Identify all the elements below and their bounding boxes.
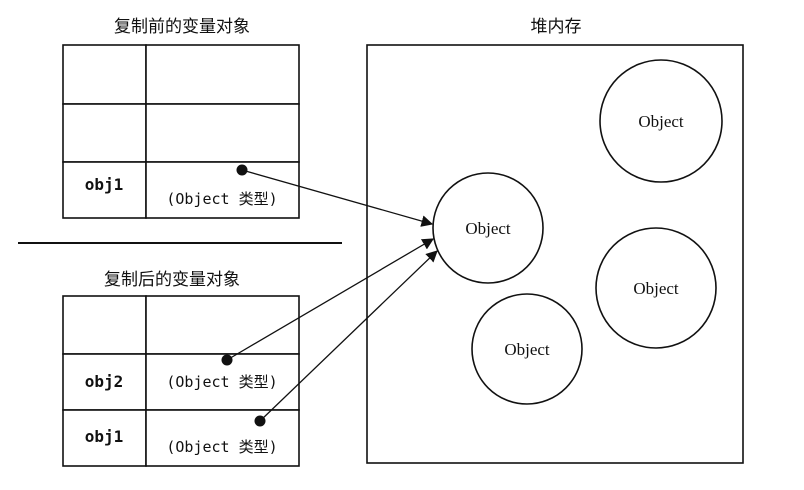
- before-table-title: 复制前的变量对象: [114, 17, 250, 37]
- heap-object-circle-shared: [432, 172, 544, 284]
- pointer-arrow-after-obj1: [259, 250, 438, 422]
- before-variable-table: obj1 (Object 类型): [62, 44, 300, 219]
- before-table-row: [62, 44, 300, 105]
- before-row-2-name-cell: [62, 103, 147, 163]
- pointer-after-obj1: [254, 250, 438, 427]
- heap-object-label-shared: Object: [465, 219, 511, 238]
- after-table-title: 复制后的变量对象: [104, 270, 240, 290]
- after-variable-table: obj2 (Object 类型) obj1 (Object 类型): [62, 295, 300, 467]
- heap-object-label-bottom: Object: [504, 340, 550, 359]
- before-row-3-name-cell: [62, 161, 147, 219]
- heap-object-label-middle-right: Object: [633, 279, 679, 298]
- after-table-row: [62, 295, 300, 355]
- heap-object: Object: [599, 59, 723, 183]
- before-obj1-type: (Object 类型): [166, 190, 277, 208]
- before-table-row: [62, 103, 300, 163]
- heap-object-label-top-right: Object: [638, 112, 684, 131]
- heap-object: Object: [471, 293, 583, 405]
- heap-object-circle-middle-right: [595, 227, 717, 349]
- after-table-row-obj2: obj2 (Object 类型): [62, 353, 300, 411]
- after-obj1-type: (Object 类型): [166, 438, 277, 456]
- before-row-1-name-cell: [62, 44, 147, 105]
- after-obj2-name: obj2: [85, 372, 124, 391]
- before-table-row-obj1: obj1 (Object 类型): [62, 161, 300, 219]
- heap-object-circle-bottom: [471, 293, 583, 405]
- after-obj2-type: (Object 类型): [166, 373, 277, 391]
- after-row-2-value-cell: [145, 353, 300, 411]
- after-obj1-name: obj1: [85, 427, 124, 446]
- before-row-1-value-cell: [145, 44, 300, 105]
- before-obj1-name: obj1: [85, 175, 124, 194]
- after-table-row-obj1: obj1 (Object 类型): [62, 409, 300, 467]
- pointer-arrow-after-obj2: [226, 238, 435, 361]
- heap-object-circle-top-right: [599, 59, 723, 183]
- pointer-arrow-before-obj1: [241, 169, 434, 227]
- pointer-after-obj2: [221, 238, 435, 366]
- after-row-1-name-cell: [62, 295, 147, 355]
- before-row-2-value-cell: [145, 103, 300, 163]
- after-row-1-value-cell: [145, 295, 300, 355]
- heap-object-target: Object: [432, 172, 544, 284]
- before-row-3-value-cell: [145, 161, 300, 219]
- after-row-3-value-cell: [145, 409, 300, 467]
- pointer-before-obj1: [236, 164, 434, 227]
- heap-title: 堆内存: [531, 17, 582, 37]
- heap-object: Object: [595, 227, 717, 349]
